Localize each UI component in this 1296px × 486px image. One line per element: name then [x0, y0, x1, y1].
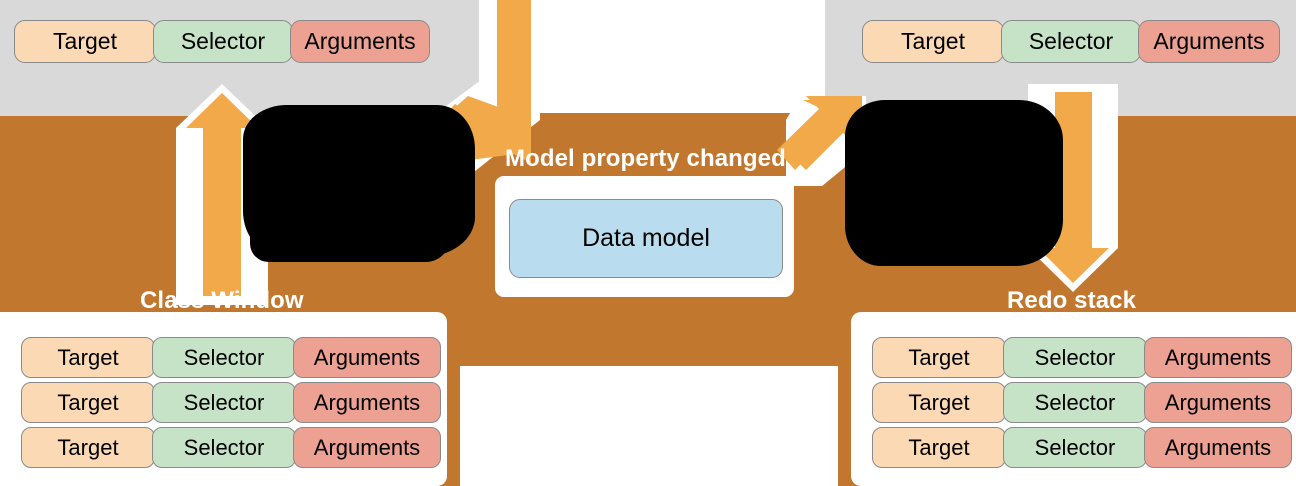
chip-selector[interactable]: Selector — [1001, 20, 1141, 63]
chip-target[interactable]: Target — [14, 20, 156, 63]
chip-selector[interactable]: Selector — [153, 20, 293, 63]
chip-target[interactable]: Target — [872, 427, 1006, 468]
redaction-right — [845, 100, 1063, 266]
chip-selector[interactable]: Selector — [1003, 337, 1147, 378]
data-model-box[interactable]: Data model — [509, 199, 783, 278]
class-window-row: Target Selector Arguments — [21, 337, 441, 378]
chip-arguments[interactable]: Arguments — [293, 382, 441, 423]
chip-target[interactable]: Target — [872, 382, 1006, 423]
redaction-left-tail — [250, 210, 450, 262]
redo-stack-label: Redo stack — [1007, 287, 1137, 314]
chip-target[interactable]: Target — [872, 337, 1006, 378]
chip-selector[interactable]: Selector — [152, 427, 296, 468]
chip-arguments[interactable]: Arguments — [290, 20, 430, 63]
chip-target[interactable]: Target — [21, 382, 155, 423]
class-window-label: Class Window — [140, 287, 304, 314]
model-property-changed-label: Model property changed — [505, 145, 786, 172]
top-left-invocation-row: Target Selector Arguments — [14, 20, 430, 63]
redo-stack-row: Target Selector Arguments — [872, 382, 1292, 423]
chip-arguments[interactable]: Arguments — [293, 337, 441, 378]
chip-selector[interactable]: Selector — [152, 337, 296, 378]
chip-selector[interactable]: Selector — [1003, 427, 1147, 468]
chip-arguments[interactable]: Arguments — [1144, 337, 1292, 378]
chip-target[interactable]: Target — [862, 20, 1004, 63]
chip-selector[interactable]: Selector — [1003, 382, 1147, 423]
class-window-row: Target Selector Arguments — [21, 427, 441, 468]
chip-arguments[interactable]: Arguments — [293, 427, 441, 468]
redo-stack-row: Target Selector Arguments — [872, 337, 1292, 378]
top-right-invocation-row: Target Selector Arguments — [862, 20, 1280, 63]
class-window-row: Target Selector Arguments — [21, 382, 441, 423]
redo-stack-row: Target Selector Arguments — [872, 427, 1292, 468]
chip-arguments[interactable]: Arguments — [1144, 427, 1292, 468]
chip-target[interactable]: Target — [21, 337, 155, 378]
chip-arguments[interactable]: Arguments — [1138, 20, 1280, 63]
chip-arguments[interactable]: Arguments — [1144, 382, 1292, 423]
chip-selector[interactable]: Selector — [152, 382, 296, 423]
chip-target[interactable]: Target — [21, 427, 155, 468]
